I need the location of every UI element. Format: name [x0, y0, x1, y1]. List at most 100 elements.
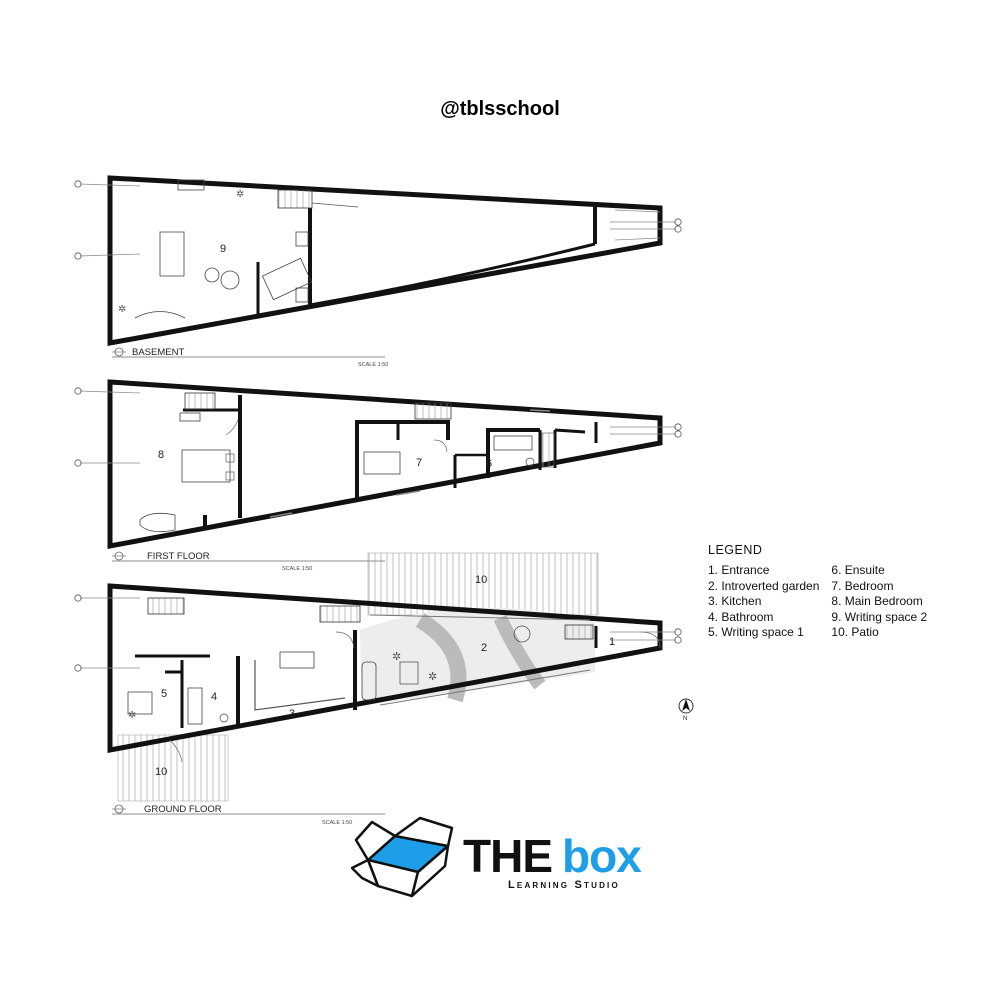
section-marker-icon — [674, 218, 682, 226]
ensuite-bath — [493, 435, 533, 451]
legend-item: 4. Bathroom — [708, 609, 774, 624]
ensuite-wall — [554, 428, 586, 434]
floor-scale: SCALE 1:50 — [282, 566, 312, 572]
door-swing — [433, 439, 448, 453]
section-marker-icon — [74, 664, 82, 672]
legend-column-left: 1. Entrance 2. Introverted garden 3. Kit… — [708, 563, 819, 641]
first-floor-plan: 8 7 6 FIRST FLOOR SCALE 1:50 — [74, 379, 682, 572]
ground-floor-stairs — [147, 597, 185, 615]
logo-title-box: box — [562, 830, 642, 882]
section-marker-icon — [674, 225, 682, 233]
legend-item: 6. Ensuite — [831, 563, 885, 577]
first-floor-stairs — [184, 392, 216, 410]
basement-shelf — [295, 287, 309, 303]
dining-table — [279, 651, 315, 669]
basement-curved-wall — [309, 242, 596, 307]
window-line — [395, 490, 421, 496]
window-line — [614, 237, 661, 241]
door-swing — [335, 631, 355, 649]
plant-icon: ✲ — [428, 670, 437, 683]
section-marker-icon — [674, 628, 682, 636]
room-number: 1 — [609, 636, 615, 648]
logo-subtitle: Learning Studio — [508, 879, 620, 891]
floor-label: FIRST FLOOR — [147, 551, 210, 562]
window-line — [614, 209, 661, 213]
north-label: N — [683, 716, 687, 722]
plant-icon: ✲ — [118, 304, 126, 315]
basement-stairs — [277, 189, 313, 209]
legend-item: 3. Kitchen — [708, 594, 762, 608]
plant-icon: ✲ — [392, 650, 401, 663]
room-number: 9 — [220, 243, 226, 255]
legend-item: 8. Main Bedroom — [831, 594, 923, 608]
writing-desk — [127, 691, 153, 715]
legend-item: 2. Introverted garden — [708, 578, 820, 593]
basement-section-mark — [79, 183, 141, 187]
section-marker-icon — [74, 387, 82, 395]
first-floor-section-mark — [79, 390, 141, 394]
section-marker-icon — [674, 423, 682, 431]
section-marker-icon — [74, 594, 82, 602]
garden-table — [513, 625, 531, 643]
floor-label: BASEMENT — [132, 347, 184, 358]
legend-title: LEGEND — [708, 543, 763, 557]
garden-table — [399, 661, 419, 685]
basement-chair — [220, 270, 240, 290]
legend-item: 5. Writing space 1 — [708, 625, 804, 639]
basement-chair — [204, 267, 220, 283]
main-bed — [181, 449, 231, 483]
section-marker-icon — [74, 180, 82, 188]
legend-item: 1. Entrance — [708, 563, 770, 577]
room-number: 3 — [289, 708, 295, 720]
room-number: 4 — [211, 691, 217, 703]
section-marker-icon — [74, 459, 82, 467]
door-swing — [225, 419, 239, 436]
stair-arrow — [311, 202, 359, 208]
basement-plan: ✲ ✲ 9 BASEMENT SCALE 1:50 — [74, 175, 682, 368]
legend-item: 9. Writing space 2 — [831, 609, 928, 624]
room-number: 2 — [481, 642, 487, 654]
section-marker-icon — [674, 430, 682, 438]
room-number: 7 — [416, 457, 422, 469]
plant-icon: ✲ — [236, 189, 244, 200]
north-arrow-icon: N — [678, 698, 694, 722]
window-line — [529, 409, 551, 412]
floor-scale: SCALE 1:50 — [322, 820, 352, 826]
logo-title-the: THE — [463, 830, 553, 882]
legend-item: 10. Patio — [831, 625, 879, 639]
garden-path — [415, 613, 467, 703]
bathroom-toilet — [219, 713, 229, 723]
bedroom-7-wall — [355, 420, 450, 498]
box-logo-icon — [350, 816, 454, 898]
lightwell — [541, 432, 555, 468]
legend-column-right: 6. Ensuite 7. Bedroom 8. Main Bedroom 9.… — [831, 563, 927, 641]
kitchen-counter — [254, 660, 346, 711]
window-line — [379, 669, 591, 706]
basement-section-mark — [79, 253, 141, 257]
bed-7 — [363, 451, 401, 475]
room-number: 8 — [158, 449, 164, 461]
floor-scale: SCALE 1:50 — [358, 362, 388, 368]
ground-floor-stairs — [319, 605, 361, 623]
bathroom-tub — [187, 687, 203, 725]
basement-shelf — [295, 231, 309, 247]
ensuite-toilet — [525, 457, 535, 467]
basement-desk — [159, 231, 185, 277]
window-line — [369, 614, 591, 621]
basement-cabinet — [177, 179, 205, 191]
first-floor-outer-wall — [107, 379, 663, 550]
wardrobe — [179, 412, 201, 422]
door-swing — [169, 739, 183, 763]
room-number: 10 — [475, 574, 487, 586]
basement-sofa — [134, 311, 186, 319]
room-number: 5 — [161, 688, 167, 700]
basement-outer-wall — [107, 175, 663, 346]
bedside — [225, 471, 235, 481]
legend: LEGEND 1. Entrance 2. Introverted garden… — [708, 543, 927, 641]
ensuite-wall — [486, 428, 540, 478]
garden-sofa — [361, 661, 377, 701]
floor-label: GROUND FLOOR — [144, 804, 222, 815]
section-marker-icon — [674, 636, 682, 644]
